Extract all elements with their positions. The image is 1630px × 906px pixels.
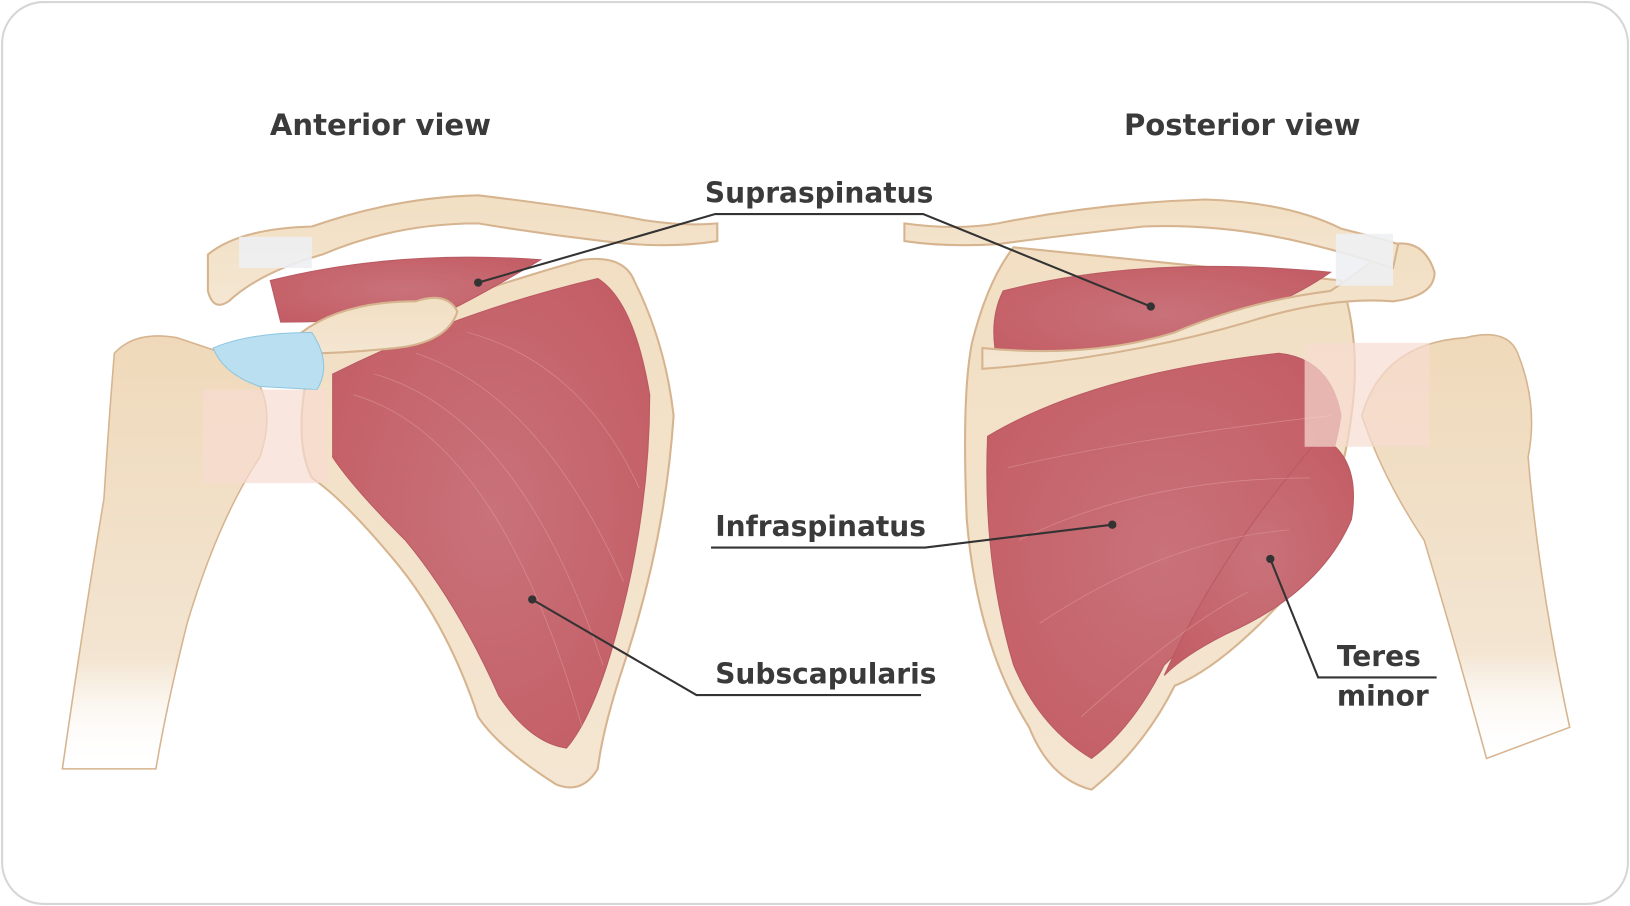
capsule-anterior <box>202 389 328 484</box>
posterior-view <box>903 198 1571 791</box>
label-teres-minor-1: Teres <box>1337 640 1421 673</box>
subscapularis-muscle <box>332 277 651 749</box>
label-teres-minor-2: minor <box>1337 679 1429 712</box>
ligament-posterior <box>1335 233 1393 286</box>
cartilage-anterior <box>212 331 325 391</box>
capsule-posterior <box>1304 342 1430 447</box>
posterior-view-title: Posterior view <box>1124 108 1361 142</box>
teres-minor-muscle <box>1163 435 1354 676</box>
anterior-view-title: Anterior view <box>270 108 491 142</box>
ligament-anterior <box>239 236 312 269</box>
label-subscapularis: Subscapularis <box>715 658 936 691</box>
label-infraspinatus: Infraspinatus <box>715 510 926 543</box>
anterior-view <box>61 194 719 789</box>
coracoid-process <box>300 296 459 355</box>
leader-lines <box>474 212 1437 697</box>
label-supraspinatus: Supraspinatus <box>705 177 933 210</box>
